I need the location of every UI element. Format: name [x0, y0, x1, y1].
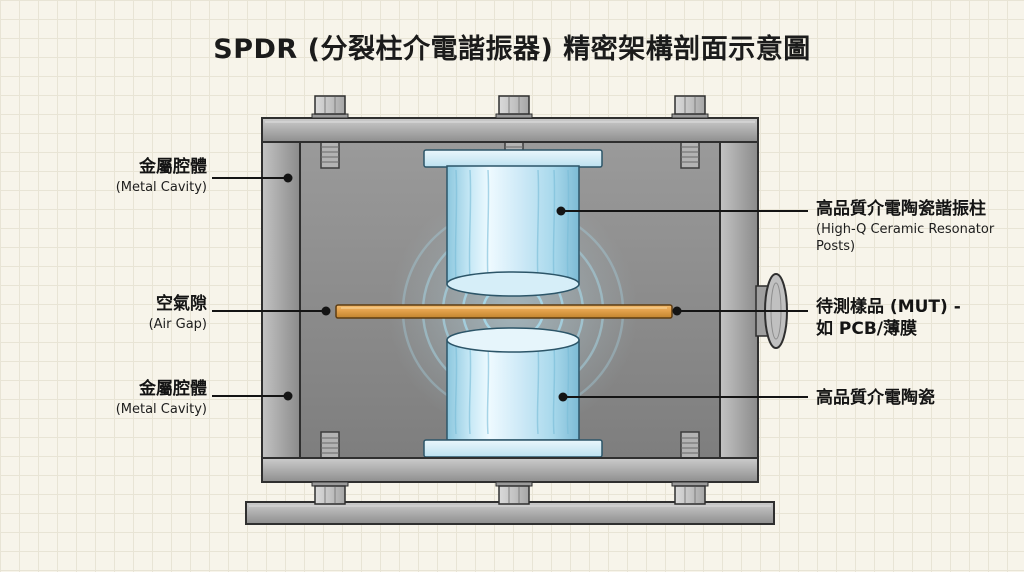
base-plate: [245, 501, 775, 525]
leader-lines: [212, 177, 808, 398]
label-metal-cavity-top-en: (Metal Cavity): [115, 179, 207, 195]
label-ceramic-lower: 高品質介電陶瓷: [816, 388, 1016, 410]
bottom-plate: [261, 457, 759, 483]
sample-mut: [335, 304, 673, 319]
label-ceramic-lower-zh: 高品質介電陶瓷: [816, 388, 935, 408]
label-sample-mut: 待測樣品 (MUT) - 如 PCB/薄膜: [816, 297, 1016, 341]
label-resonator-posts: 高品質介電陶瓷諧振柱 (High-Q Ceramic Resonator Pos…: [816, 199, 1024, 255]
label-metal-cavity-top: 金屬腔體 (Metal Cavity): [116, 157, 207, 196]
label-metal-cavity-bottom-en: (Metal Cavity): [115, 401, 207, 417]
label-air-gap-zh: 空氣隙: [156, 294, 207, 314]
label-air-gap: 空氣隙 (Air Gap): [149, 294, 207, 333]
label-resonator-posts-en2: Posts): [816, 238, 856, 254]
page-title: SPDR (分裂柱介電諧振器) 精密架構剖面示意圖: [213, 34, 811, 65]
label-air-gap-en: (Air Gap): [148, 316, 207, 332]
leader-dots: [283, 173, 682, 402]
label-metal-cavity-bottom: 金屬腔體 (Metal Cavity): [116, 379, 207, 418]
top-lid-plate: [261, 117, 759, 143]
label-resonator-posts-zh: 高品質介電陶瓷諧振柱: [816, 199, 986, 219]
label-sample-mut-line1: 待測樣品 (MUT) -: [816, 297, 961, 317]
ceramic-post-top: [423, 149, 603, 297]
label-metal-cavity-top-zh: 金屬腔體: [139, 157, 207, 177]
ceramic-post-bottom: [423, 327, 603, 458]
label-sample-mut-line2: 如 PCB/薄膜: [816, 318, 918, 339]
label-resonator-posts-en1: (High-Q Ceramic Resonator: [816, 221, 995, 237]
label-metal-cavity-bottom-zh: 金屬腔體: [139, 379, 207, 399]
